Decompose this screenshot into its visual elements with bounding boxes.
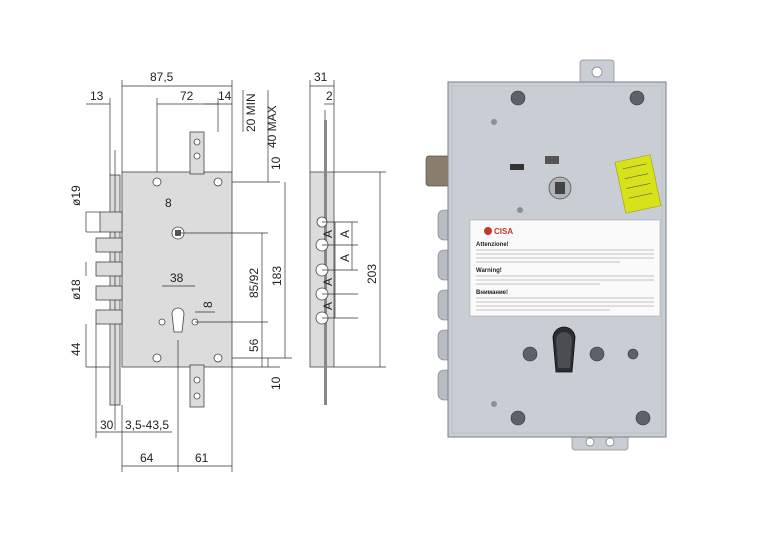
spindle-square: [175, 230, 181, 236]
photo-bottom-tab-hole: [585, 437, 595, 447]
dim-10-top: 10: [269, 156, 283, 170]
side-view: 31 2 203 A A A A A: [309, 70, 386, 405]
photo-label-section-2-lines: [476, 275, 654, 285]
photo-label-section-2-title: Warning!: [476, 268, 502, 274]
deadbolt-3: [95, 285, 123, 301]
photo-rivet-tr: [629, 90, 645, 106]
dim-85-92: 85/92: [247, 268, 261, 298]
photo-rivet-tl: [510, 90, 526, 106]
dim-phi-19: ø19: [69, 185, 83, 206]
photo-rivet-mr: [589, 346, 605, 362]
dim-203: 203: [365, 264, 379, 284]
fixing-hole-tl: [152, 177, 162, 187]
photo-label-section-3-title: Внимание!: [476, 290, 508, 296]
photo-rivet-bl: [510, 410, 526, 426]
dim-64: 64: [140, 451, 154, 465]
dim-8-top: 8: [165, 196, 172, 210]
top-rod-hole: [193, 138, 201, 146]
photo-bottom-tab-hole-2: [605, 437, 615, 447]
dim-13: 13: [90, 89, 104, 103]
photo-top-tab-hole: [591, 66, 603, 78]
deadbolt-4: [95, 309, 123, 325]
dim-56: 56: [247, 338, 261, 352]
top-rod-hole-2: [193, 152, 201, 160]
bottom-rod: [189, 364, 205, 408]
photo-keyhole-inner: [556, 332, 572, 368]
photo-plate-inner-edge: [451, 85, 663, 434]
photo-small-rivet-2: [491, 401, 497, 407]
cylinder-screw-left: [158, 318, 166, 326]
fixing-hole-br: [213, 353, 223, 363]
lock-case: [121, 171, 233, 368]
dim-14: 14: [218, 89, 232, 103]
photo-label-brand: CISA: [494, 227, 513, 236]
dim-30: 30: [100, 418, 114, 432]
photo-slot-2: [545, 156, 559, 164]
deadbolt-1: [95, 237, 123, 253]
dim-a-4: A: [321, 278, 335, 286]
dim-2: 2: [326, 89, 333, 103]
latch-bolt: [99, 211, 123, 233]
dim-8-mid: 8: [201, 301, 215, 308]
fixing-hole-bl: [152, 353, 162, 363]
photo-rivet-br: [635, 410, 651, 426]
dim-a-5: A: [321, 302, 335, 310]
dim-44: 44: [69, 342, 83, 356]
photo-small-rivet-1: [491, 119, 497, 125]
bottom-rod-hole-2: [193, 392, 201, 400]
photo-slot: [510, 164, 524, 170]
fixing-hole-tr: [213, 177, 223, 187]
cylinder-keyhole: [171, 307, 185, 333]
photo-instruction-label: [469, 219, 661, 317]
product-photo: CISA Attenzione! Warning! Внимание!: [425, 59, 667, 451]
dim-a-2: A: [338, 230, 352, 238]
dim-20-min: 20 MIN: [244, 93, 258, 132]
front-dimension-lines: [85, 80, 292, 472]
dim-phi-18: ø18: [69, 279, 83, 300]
photo-label-section-1-title: Attenzione!: [476, 242, 509, 248]
deadbolt-2: [95, 261, 123, 277]
dim-40-max: 40 MAX: [265, 105, 279, 148]
dim-31: 31: [314, 70, 328, 84]
photo-label-section-1-lines: [476, 249, 654, 263]
photo-yellow-sticker: [614, 154, 662, 214]
dim-183: 183: [270, 266, 284, 286]
photo-rivet-mr2: [627, 348, 639, 360]
photo-label-section-3-lines: [476, 297, 654, 311]
side-dimension-lines: [309, 80, 386, 368]
dim-10-bottom: 10: [269, 376, 283, 390]
side-forend: [324, 120, 327, 405]
bottom-rod-hole: [193, 376, 201, 384]
dim-a-1: A: [321, 230, 335, 238]
photo-brand-logo-icon: [484, 227, 492, 235]
photo-latch: [425, 155, 451, 187]
photo-small-rivet-3: [517, 207, 523, 213]
dim-61: 61: [195, 451, 209, 465]
dim-a-3: A: [338, 254, 352, 262]
dim-3-5-43-5: 3,5-43,5: [125, 418, 169, 432]
photo-rivet-ml: [522, 346, 538, 362]
front-view: 87,5 72 14 13 20 MIN 40 MAX 10 ø19 8 ø18…: [69, 70, 292, 472]
dim-72: 72: [180, 89, 194, 103]
dim-87-5: 87,5: [150, 70, 174, 84]
photo-spindle-square: [555, 182, 565, 194]
dim-38: 38: [170, 271, 184, 285]
